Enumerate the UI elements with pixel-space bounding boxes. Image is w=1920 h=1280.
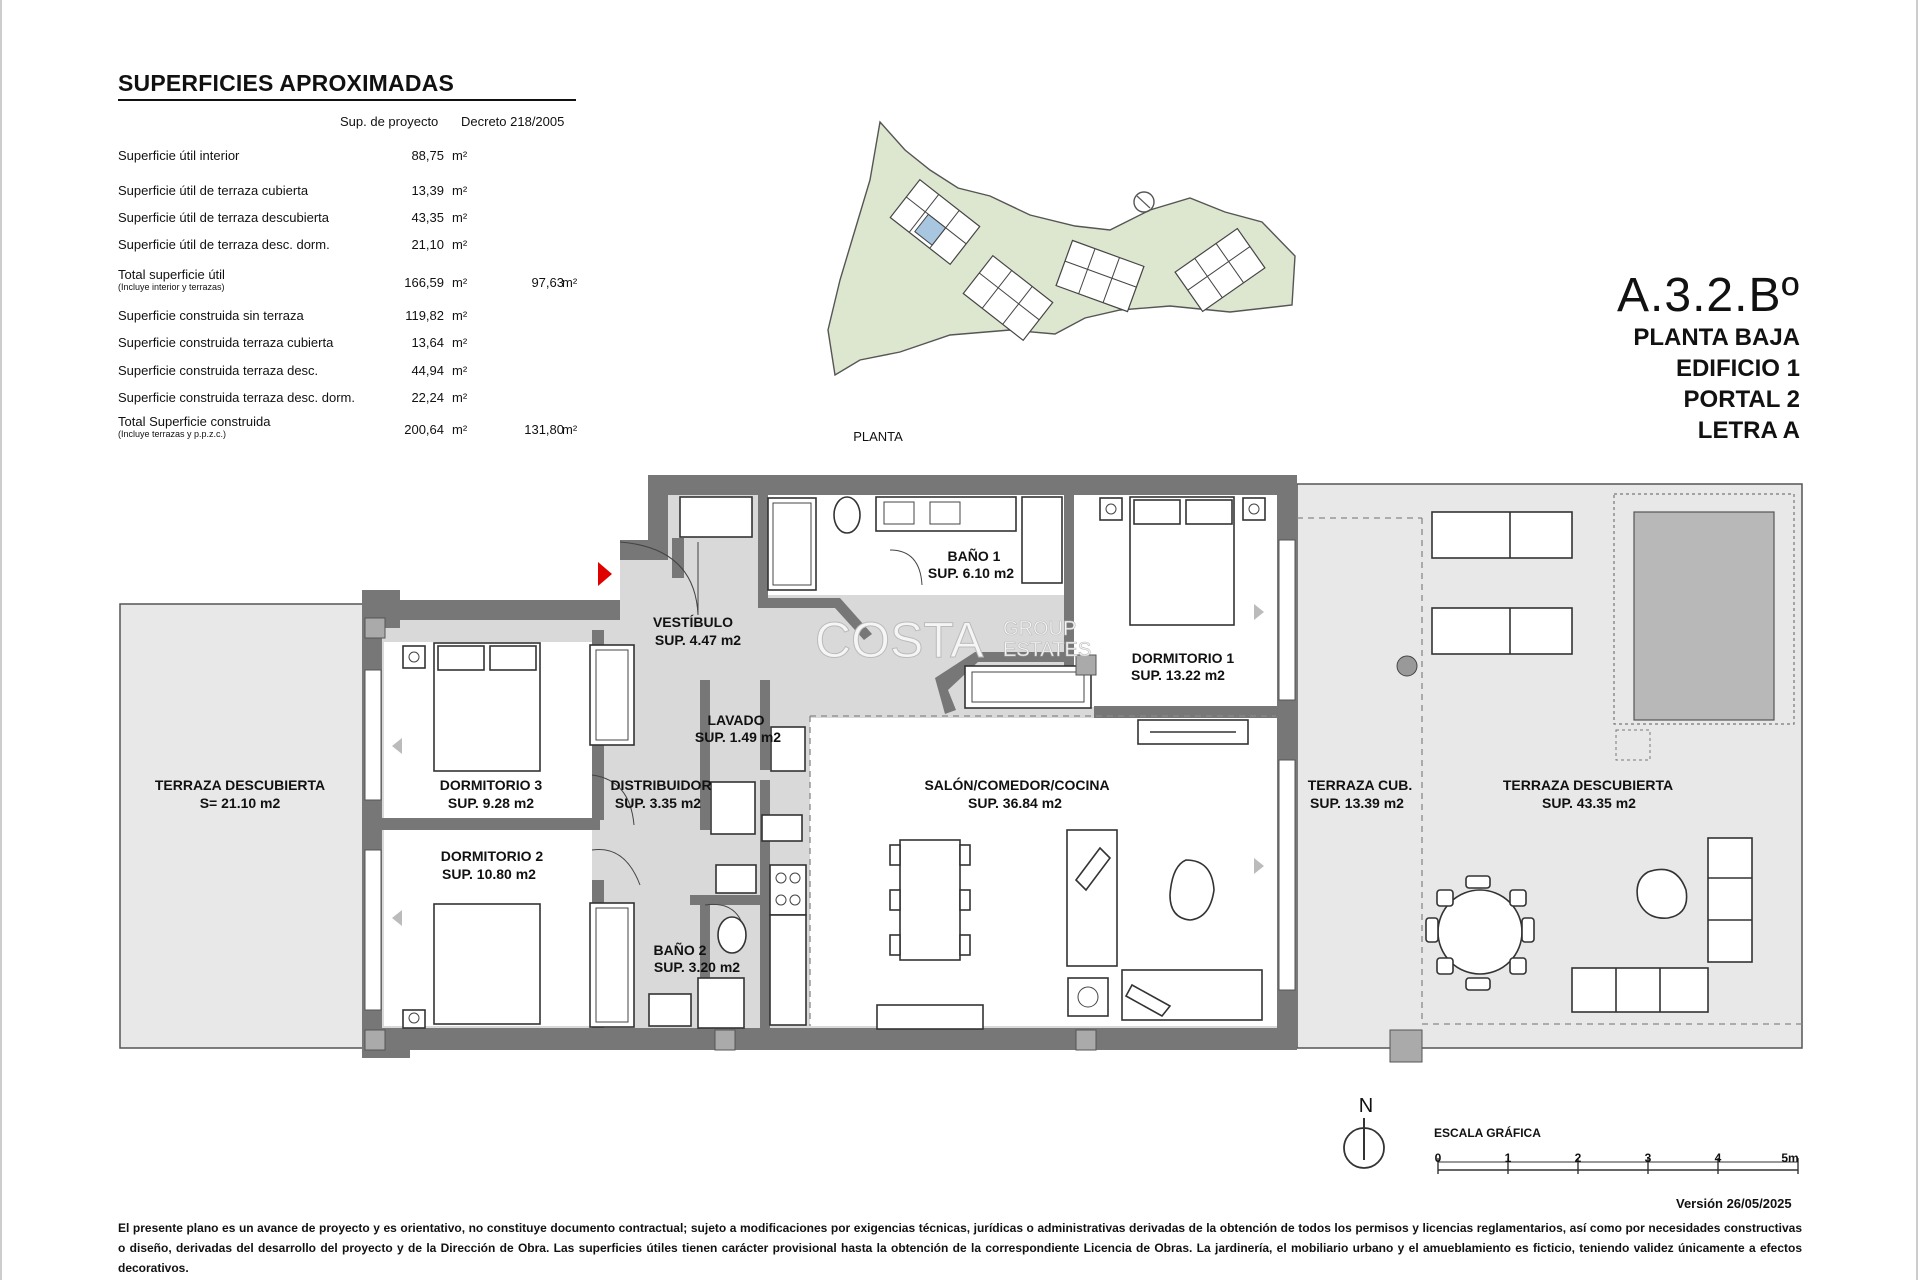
scale-tick: 3 xyxy=(1645,1151,1652,1165)
room-area: SUP. 13.39 m2 xyxy=(1310,795,1404,811)
north-label: N xyxy=(1359,1095,1373,1117)
version-label: Versión 26/05/2025 xyxy=(1676,1196,1792,1211)
terrace-sofa-2 xyxy=(1707,837,1753,963)
room-name: TERRAZA DESCUBIERTA xyxy=(1503,777,1673,793)
wardrobe-bedroom-1 xyxy=(964,665,1092,709)
pool xyxy=(1633,511,1775,721)
entry-door xyxy=(619,541,699,616)
wardrobe-bedroom-3 xyxy=(589,644,635,746)
bathtub xyxy=(767,497,817,591)
dining-table xyxy=(899,839,961,961)
shower-bath-1 xyxy=(1021,496,1063,584)
scale-tick: 2 xyxy=(1575,1151,1582,1165)
scale-tick: 0 xyxy=(1435,1151,1442,1165)
laundry-sink xyxy=(770,726,806,772)
site-green-area xyxy=(827,120,1296,377)
site-north-icon xyxy=(1133,191,1155,213)
sofa-2 xyxy=(1121,969,1263,1021)
room-name: LAVADO xyxy=(707,712,764,728)
sun-lounger xyxy=(1431,511,1573,559)
room-area: SUP. 36.84 m2 xyxy=(968,795,1062,811)
site-building-4 xyxy=(1174,227,1266,313)
room-area: SUP. 1.49 m2 xyxy=(695,729,781,745)
building-label: EDIFICIO 1 xyxy=(1675,355,1800,382)
watermark-main: COSTA xyxy=(815,612,984,668)
room-area: SUP. 10.80 m2 xyxy=(442,866,536,882)
sink-bath-2 xyxy=(648,993,692,1027)
room-name: DISTRIBUIDOR xyxy=(610,777,711,793)
col2-header: Decreto 218/2005 xyxy=(461,114,565,129)
kitchen-island xyxy=(876,1004,984,1030)
room-name: TERRAZA CUB. xyxy=(1308,777,1412,793)
room-area: SUP. 3.35 m2 xyxy=(615,795,701,811)
cooktop xyxy=(769,864,807,916)
kitchen-counter xyxy=(769,914,807,1026)
window-arrow-icon xyxy=(392,738,402,754)
vanity-bath-1 xyxy=(875,496,1017,532)
room-name: DORMITORIO 1 xyxy=(1132,650,1235,666)
watermark-estates: ESTATES xyxy=(1003,639,1091,661)
shower-bath-2 xyxy=(697,977,745,1029)
portal-label: PORTAL 2 xyxy=(1683,386,1800,413)
room-name: BAÑO 2 xyxy=(654,941,707,958)
apartment-plan: COSTA GROUP ESTATES TERRAZA DESCUBIERTA … xyxy=(119,475,1803,1063)
letter-label: LETRA A xyxy=(1697,417,1800,444)
surface-table: SUPERFICIES APROXIMADAS Sup. de proyecto… xyxy=(118,70,578,439)
scale-title: ESCALA GRÁFICA xyxy=(1434,1125,1541,1140)
left-terrace xyxy=(119,603,366,1049)
window-arrow-icon xyxy=(1254,604,1264,620)
window-arrow-icon xyxy=(392,910,402,926)
site-building-1 xyxy=(889,178,981,266)
sun-lounger xyxy=(1431,607,1573,655)
room-name: BAÑO 1 xyxy=(948,547,1001,564)
site-plan-label: PLANTA xyxy=(853,429,903,444)
pool-outline xyxy=(1613,493,1795,725)
room-name: TERRAZA DESCUBIERTA xyxy=(155,777,325,793)
wardrobe-bedroom-2 xyxy=(589,902,635,1028)
room-area: SUP. 9.28 m2 xyxy=(448,795,534,811)
watermark-group: GROUP xyxy=(1003,618,1076,640)
room-name: SALÓN/COMEDOR/COCINA xyxy=(924,776,1109,793)
col1-header: Sup. de proyecto xyxy=(340,114,439,129)
site-plan: PLANTA xyxy=(827,120,1296,444)
site-building-3 xyxy=(1055,239,1145,313)
site-building-2 xyxy=(962,254,1054,342)
toilet-bath-2 xyxy=(717,916,747,954)
room-name: DORMITORIO 3 xyxy=(440,777,543,793)
room-area: SUP. 13.22 m2 xyxy=(1131,667,1225,683)
bed-bedroom-2 xyxy=(433,903,541,1025)
room-area: SUP. 43.35 m2 xyxy=(1542,795,1636,811)
table-title: SUPERFICIES APROXIMADAS xyxy=(118,70,576,101)
room-area: SUP. 6.10 m2 xyxy=(928,565,1014,581)
terrace-sofa xyxy=(1571,967,1709,1013)
scale-tick: 4 xyxy=(1715,1151,1722,1165)
disclaimer-text: El presente plano es un avance de proyec… xyxy=(118,1221,1802,1275)
unit-identification: A.3.2.Bº PLANTA BAJA EDIFICIO 1 PORTAL 2… xyxy=(1617,270,1800,446)
sofa xyxy=(1066,829,1118,967)
toilet-bath-1 xyxy=(833,496,861,534)
unit-code: A.3.2.Bº xyxy=(1617,269,1800,322)
terrace-coffee-table xyxy=(1636,868,1688,919)
room-area: SUP. 4.47 m2 xyxy=(655,632,741,648)
room-name: DORMITORIO 2 xyxy=(441,848,544,864)
window-arrow-icon xyxy=(1254,858,1264,874)
scale-tick: 1 xyxy=(1505,1151,1512,1165)
floor-label: PLANTA BAJA xyxy=(1633,324,1800,351)
coffee-table xyxy=(1169,859,1215,921)
room-area: SUP. 3.20 m2 xyxy=(654,959,740,975)
terrace-column xyxy=(1396,655,1418,677)
scale-tick: 5m xyxy=(1781,1151,1798,1165)
washing-machine xyxy=(710,781,756,835)
room-name: VESTÍBULO xyxy=(653,614,733,630)
graphic-scale: ESCALA GRÁFICA 0 1 2 3 4 5m xyxy=(1434,1125,1799,1174)
entry-arrow-icon xyxy=(598,562,612,586)
entry-wardrobe xyxy=(679,496,753,538)
room-area: S= 21.10 m2 xyxy=(200,795,281,811)
north-arrow: N xyxy=(1343,1095,1385,1169)
